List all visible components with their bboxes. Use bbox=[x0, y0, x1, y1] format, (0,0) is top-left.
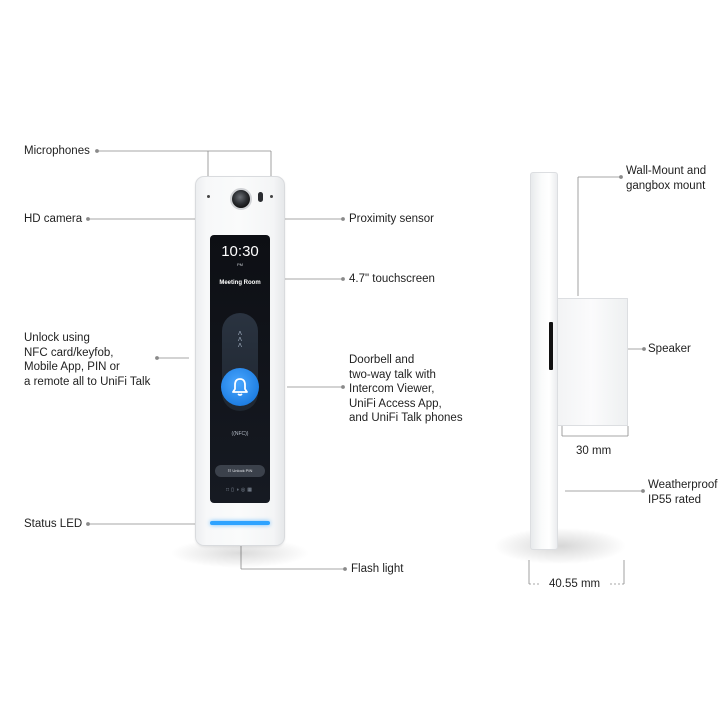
unlock-pin-button: ☷ Unlock PIN bbox=[215, 465, 265, 477]
label-width: 40.55 mm bbox=[549, 578, 601, 590]
camera-lens-icon bbox=[230, 188, 252, 210]
label-unlock: Unlock using NFC card/keyfob, Mobile App… bbox=[24, 332, 151, 388]
intercom-front-view: 10:30 PM Meeting Room ˄˄˄ ((NFC)) ☷ Unlo… bbox=[195, 176, 285, 546]
microphone-right-icon bbox=[270, 195, 273, 198]
screen-ampm: PM bbox=[237, 262, 243, 267]
label-doorbell: Doorbell and two-way talk with Intercom … bbox=[349, 354, 463, 424]
label-proximity-sensor: Proximity sensor bbox=[349, 213, 434, 225]
proximity-sensor-icon bbox=[258, 192, 263, 202]
nfc-indicator: ((NFC)) bbox=[231, 431, 249, 437]
label-hd-camera: HD camera bbox=[24, 213, 83, 225]
label-weatherproof: Weatherproof IP55 rated bbox=[648, 479, 718, 506]
chevron-up-icon: ˄˄˄ bbox=[237, 329, 243, 350]
doorbell-button bbox=[221, 368, 259, 406]
microphone-left-icon bbox=[207, 195, 210, 198]
touchscreen-display: 10:30 PM Meeting Room ˄˄˄ ((NFC)) ☷ Unlo… bbox=[210, 235, 270, 503]
label-depth: 30 mm bbox=[576, 445, 612, 457]
label-speaker: Speaker bbox=[648, 343, 691, 355]
wall-mount-box bbox=[556, 298, 628, 426]
bell-icon bbox=[232, 378, 248, 396]
intercom-side-view bbox=[530, 172, 558, 550]
label-status-led: Status LED bbox=[24, 518, 83, 530]
side-device-shadow bbox=[495, 528, 625, 564]
screen-time: 10:30 bbox=[221, 243, 259, 260]
status-icons-row: □▯◑◎▦ bbox=[226, 487, 254, 493]
label-microphones: Microphones bbox=[24, 145, 90, 157]
speaker-grille bbox=[549, 322, 553, 370]
label-touchscreen: 4.7" touchscreen bbox=[349, 273, 435, 285]
status-led-bar bbox=[210, 521, 270, 525]
screen-room-name: Meeting Room bbox=[219, 280, 261, 286]
label-wall-mount: Wall-Mount and gangbox mount bbox=[626, 165, 707, 192]
label-flash-light: Flash light bbox=[351, 563, 404, 575]
